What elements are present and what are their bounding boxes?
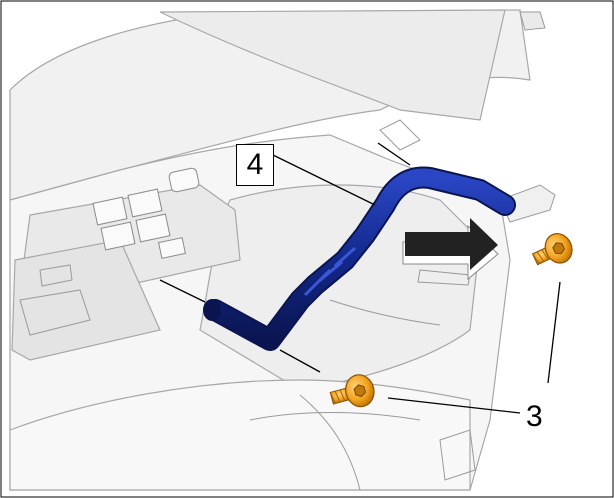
callout-harness-4: 4 (236, 144, 274, 186)
callout-screw-3: 3 (526, 400, 543, 433)
screw-top-right (531, 233, 573, 266)
screw-bottom (329, 374, 375, 408)
removal-direction-arrow (402, 218, 499, 281)
wiring-harness (203, 166, 516, 351)
window-switch-panel (92, 167, 200, 259)
leader-lines (159, 142, 561, 414)
panel-line-details (19, 11, 556, 491)
